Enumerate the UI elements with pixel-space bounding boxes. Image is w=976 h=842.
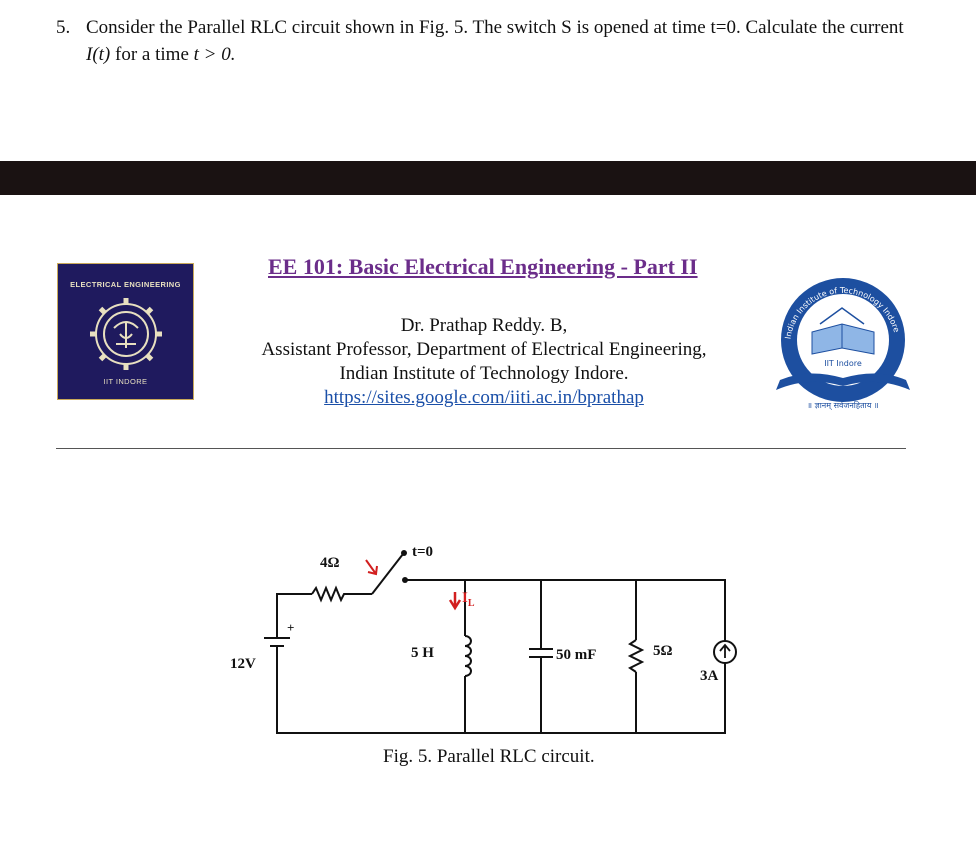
- institute-name: Indian Institute of Technology Indore.: [339, 363, 629, 384]
- switch-pivot: [401, 550, 407, 556]
- logo-caption-bottom: IIT INDORE: [103, 377, 148, 386]
- header-divider: [56, 448, 906, 449]
- label-inductor-current: IL: [462, 590, 475, 609]
- iit-indore-emblem: Indian Institute of Technology Indore II…: [776, 278, 910, 411]
- question-line-1: Consider the Parallel RLC circuit shown …: [86, 17, 904, 38]
- label-resistor-4: 4Ω: [320, 555, 340, 571]
- question-line-2: I(t) for a time t > 0.: [86, 41, 235, 68]
- label-current-sub: L: [467, 598, 475, 609]
- wire-left-top: [276, 593, 312, 638]
- label-current-I: I: [462, 590, 468, 606]
- electrical-engineering-logo: ELECTRICAL ENGINEERING IIT INDORE: [57, 263, 194, 400]
- author-position: Assistant Professor, Department of Elect…: [261, 339, 707, 360]
- author-name: Dr. Prathap Reddy. B,: [400, 315, 568, 336]
- wire-main-loop: [276, 579, 726, 734]
- current-arrow-icon: [448, 592, 462, 611]
- emblem-ribbon: [776, 373, 910, 390]
- switch-open-arrow-icon: [365, 559, 378, 576]
- question-line-2-mid: for a time: [110, 44, 194, 65]
- emblem-center-text: IIT Indore: [824, 359, 862, 368]
- label-inductor: 5 H: [411, 645, 434, 661]
- label-resistor-5: 5Ω: [653, 643, 673, 659]
- book-icon: [811, 307, 875, 355]
- inductor-coil: [464, 635, 472, 677]
- course-title: EE 101: Basic Electrical Engineering - P…: [268, 254, 698, 279]
- current-symbol: I(t): [86, 44, 111, 65]
- switch-contact: [402, 577, 408, 583]
- resistor-4-ohm: [311, 585, 358, 603]
- question-number: 5.: [56, 17, 71, 38]
- label-current-source: 3A: [700, 668, 719, 684]
- resistor-5-ohm: [627, 639, 645, 673]
- figure-caption: Fig. 5. Parallel RLC circuit.: [383, 746, 595, 767]
- gear-icon: [90, 298, 162, 370]
- label-switch-time: t=0: [412, 544, 434, 560]
- author-website-link[interactable]: https://sites.google.com/iiti.ac.in/bpra…: [324, 387, 644, 408]
- switch-blade: [371, 553, 404, 595]
- emblem-motto: ॥ ज्ञानम् सर्वजनहिताय ॥: [807, 400, 878, 411]
- time-condition: t > 0.: [193, 44, 236, 65]
- label-source-voltage: 12V: [230, 656, 256, 672]
- label-polarity-plus: +: [287, 620, 295, 635]
- logo-caption-top: ELECTRICAL ENGINEERING: [70, 280, 181, 289]
- up-arrow-icon: [719, 643, 731, 658]
- header-banner: [0, 161, 976, 195]
- label-capacitor: 50 mF: [556, 647, 597, 663]
